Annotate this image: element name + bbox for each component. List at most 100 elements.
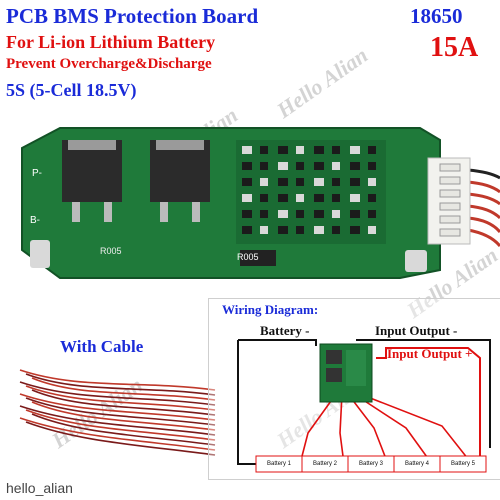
smd-part — [368, 146, 376, 154]
cable-wire — [25, 373, 216, 396]
smd-part — [314, 146, 324, 154]
watermark-handle: hello_alian — [6, 480, 73, 496]
smd-part — [260, 210, 268, 218]
smd-part — [332, 194, 340, 202]
wiring-diagram-title: Wiring Diagram: — [222, 302, 319, 317]
input-output-plus-label: Input Output + — [387, 346, 473, 361]
cable-wire — [19, 381, 216, 406]
smd-part — [332, 210, 340, 218]
connector-pin — [439, 215, 461, 224]
smd-part — [278, 226, 288, 234]
smd-part — [260, 194, 268, 202]
cable-wire — [25, 385, 216, 411]
battery-cell-label: Battery 4 — [404, 461, 429, 467]
smd-part — [296, 210, 304, 218]
smd-part — [350, 194, 360, 202]
smd-part — [260, 226, 268, 234]
smd-part — [368, 162, 376, 170]
smd-part — [350, 178, 360, 186]
battery-model: 18650 — [410, 4, 463, 28]
connector-pin — [439, 202, 461, 211]
cable-wire — [31, 401, 216, 431]
smd-part — [314, 194, 324, 202]
cell-config: 5S (5-Cell 18.5V) — [6, 80, 137, 100]
smd-part — [242, 194, 252, 202]
battery-type: For Li-ion Lithium Battery — [6, 32, 216, 52]
cable-wire — [31, 413, 216, 446]
smd-part — [314, 178, 324, 186]
smd-part — [296, 146, 304, 154]
smd-part — [278, 194, 288, 202]
smd-part — [350, 162, 360, 170]
smd-part — [242, 162, 252, 170]
resistor-marking: R005 — [237, 252, 259, 262]
smd-part — [278, 146, 288, 154]
mosfet-2 — [150, 140, 210, 222]
smd-part — [242, 226, 252, 234]
smd-part — [314, 226, 324, 234]
smd-part — [296, 178, 304, 186]
smd-components — [236, 140, 386, 244]
mosfet-1 — [62, 140, 122, 222]
smd-part — [350, 210, 360, 218]
smd-part — [350, 146, 360, 154]
smd-part — [332, 226, 340, 234]
smd-part — [314, 162, 324, 170]
connector-pin — [439, 163, 461, 172]
pcb-board-photo — [21, 127, 500, 279]
shunt-resistor — [240, 250, 276, 266]
smd-part — [368, 178, 376, 186]
smd-part — [368, 194, 376, 202]
battery-cells — [255, 455, 487, 473]
smd-part — [242, 178, 252, 186]
battery-cell-label: Battery 1 — [266, 461, 291, 467]
wiring-diagram — [237, 339, 491, 473]
smd-part — [260, 162, 268, 170]
feature-text: Prevent Overcharge&Discharge — [6, 56, 212, 72]
smd-part — [296, 194, 304, 202]
smd-part — [350, 226, 360, 234]
cable-wire — [19, 405, 216, 436]
battery-cell-label: Battery 5 — [450, 461, 475, 467]
battery-minus-label: Battery - — [260, 323, 310, 338]
smd-part — [332, 178, 340, 186]
solder-pad — [405, 250, 427, 272]
product-title: PCB BMS Protection Board — [6, 4, 259, 28]
smd-part — [332, 146, 340, 154]
smd-part — [260, 146, 268, 154]
cable-wire — [19, 393, 216, 421]
battery-cell-label: Battery 2 — [312, 461, 337, 467]
smd-part — [260, 178, 268, 186]
cable-wire — [31, 377, 216, 401]
cable-wire — [25, 409, 216, 441]
balance-connector — [427, 157, 471, 245]
connector-pin — [439, 228, 461, 237]
connector-pins — [439, 163, 461, 237]
cable-wire — [25, 397, 216, 426]
cable-bundle — [19, 369, 216, 456]
battery-cell-label: Battery 3 — [358, 461, 383, 467]
smd-part — [278, 162, 288, 170]
connector-wires — [467, 168, 500, 248]
smd-part — [368, 226, 376, 234]
cable-label: With Cable — [60, 337, 144, 356]
current-rating: 15A — [430, 32, 479, 63]
smd-part — [314, 210, 324, 218]
silk-b-minus: B- — [30, 215, 40, 226]
smd-part — [368, 210, 376, 218]
connector-pin — [439, 189, 461, 198]
smd-part — [296, 226, 304, 234]
silk-p-minus: P- — [32, 168, 42, 179]
cable-wire — [19, 417, 216, 451]
smd-part — [242, 210, 252, 218]
cable-wire — [25, 421, 216, 456]
b-minus-pad — [30, 240, 50, 268]
smd-part — [278, 178, 288, 186]
smd-part — [242, 146, 252, 154]
smd-part — [332, 162, 340, 170]
cable-wire — [19, 369, 216, 391]
smd-part — [278, 210, 288, 218]
input-output-minus-label: Input Output - — [375, 323, 458, 338]
connector-pin — [439, 176, 461, 185]
smd-part — [296, 162, 304, 170]
